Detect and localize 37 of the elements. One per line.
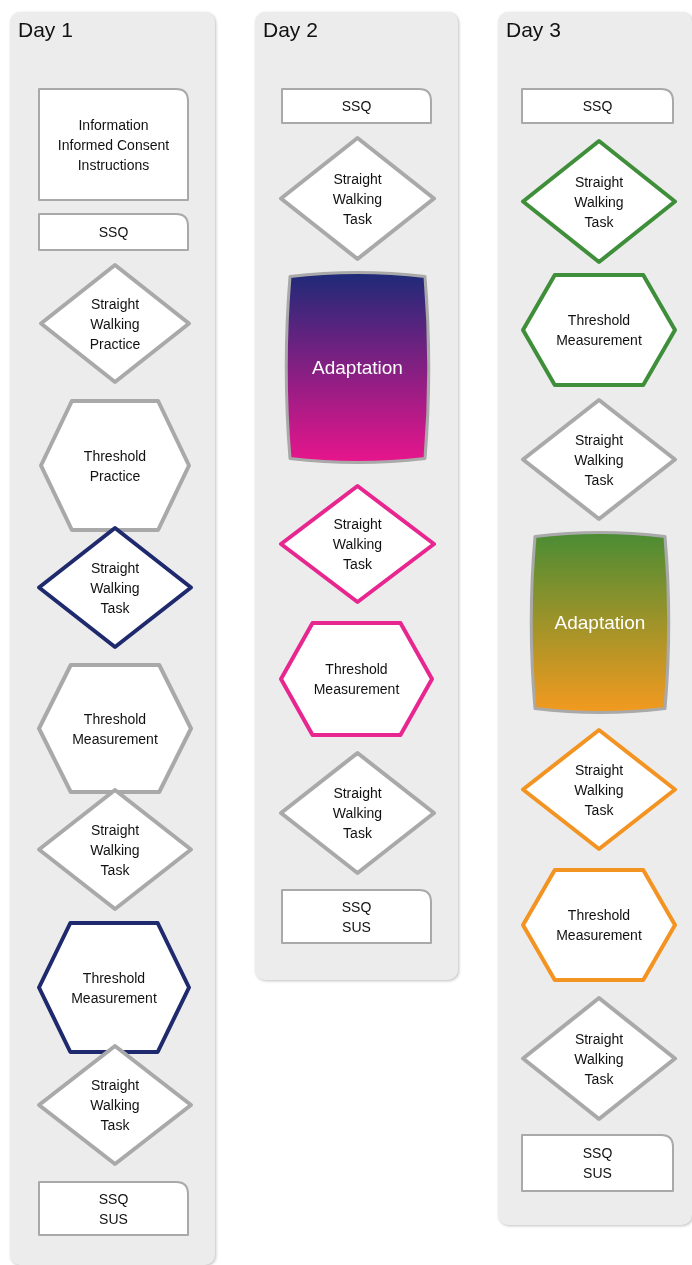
node-label: SSQ bbox=[341, 897, 372, 917]
node-label: Information bbox=[78, 115, 149, 135]
node-label: Straight Walking Task bbox=[574, 760, 624, 820]
node-label: Adaptation bbox=[554, 612, 646, 633]
column-heading: Day 2 bbox=[263, 18, 318, 42]
node-label: SSQ bbox=[582, 97, 613, 116]
node-label: Straight Walking Task bbox=[574, 172, 624, 232]
node-label: SUS bbox=[342, 917, 371, 937]
node-label: Straight Walking Task bbox=[90, 820, 140, 880]
node-label: Straight Walking Task bbox=[332, 515, 383, 574]
node-label: Straight Walking Practice bbox=[89, 294, 141, 354]
node-label: SSQ bbox=[98, 1189, 129, 1209]
node-label: Straight Walking Task bbox=[332, 784, 383, 843]
node-label: SUS bbox=[99, 1209, 128, 1229]
node-label: Straight Walking Task bbox=[90, 1076, 140, 1135]
node-label: Straight Walking Task bbox=[574, 1029, 624, 1089]
column-panel bbox=[10, 12, 215, 1265]
node-label: Adaptation bbox=[312, 357, 403, 378]
node-label: Instructions bbox=[77, 155, 150, 175]
node-label: SUS bbox=[583, 1164, 612, 1183]
column-panel bbox=[255, 12, 458, 980]
node-label: Threshold Practice bbox=[83, 446, 147, 486]
node-label: Straight Walking Task bbox=[332, 169, 383, 229]
node-label: SSQ bbox=[582, 1144, 613, 1163]
column-panel bbox=[498, 12, 692, 1225]
node-label: SSQ bbox=[98, 223, 129, 242]
node-label: Straight Walking Task bbox=[574, 430, 624, 490]
column-heading: Day 1 bbox=[18, 18, 73, 42]
node-label: Threshold Measurement bbox=[72, 709, 158, 749]
node-label: Informed Consent bbox=[57, 135, 170, 155]
node-label: Threshold Measurement bbox=[313, 660, 400, 699]
node-label: Threshold Measurement bbox=[556, 906, 642, 945]
node-label: Straight Walking Task bbox=[90, 558, 140, 618]
node-label: Threshold Measurement bbox=[71, 968, 157, 1008]
node-label: Threshold Measurement bbox=[556, 311, 642, 350]
node-label: SSQ bbox=[341, 97, 372, 116]
column-heading: Day 3 bbox=[506, 18, 561, 42]
